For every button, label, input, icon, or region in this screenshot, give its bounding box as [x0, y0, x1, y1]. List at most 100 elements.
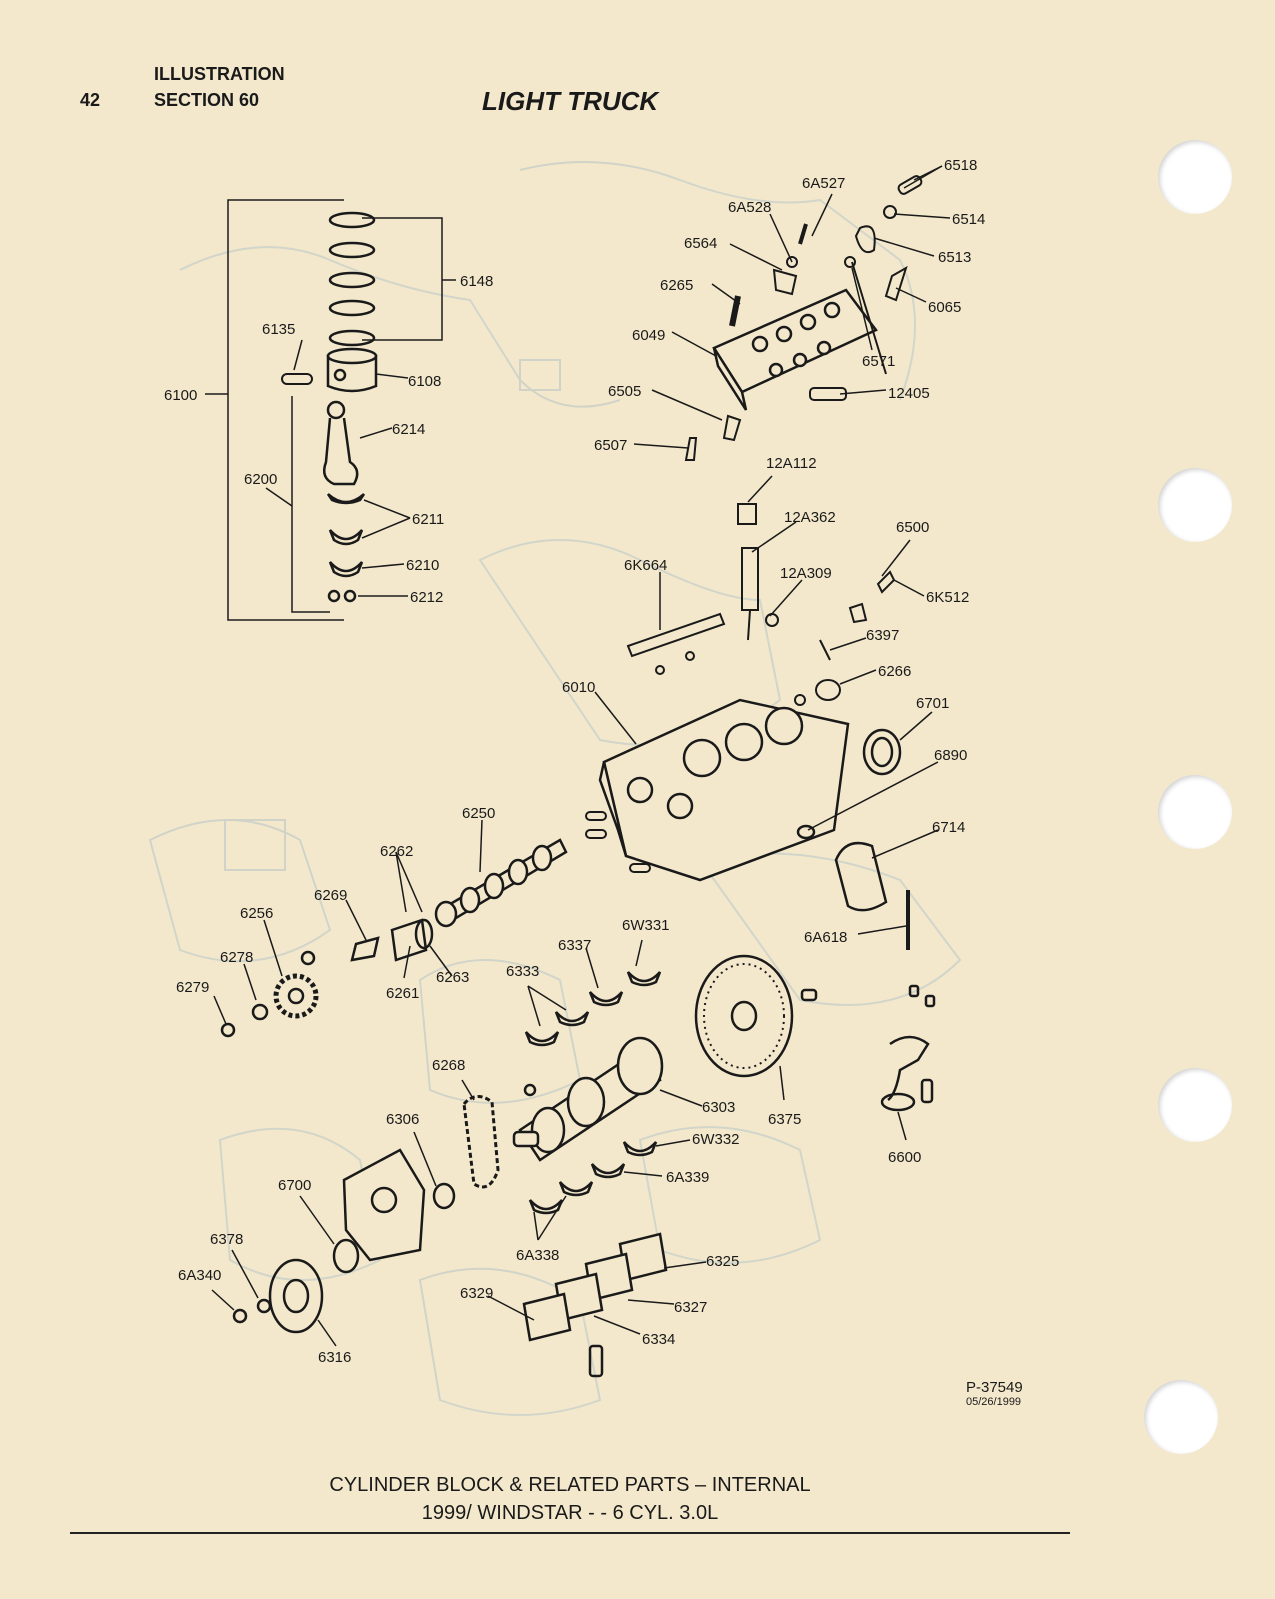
part-label: 6890 — [934, 747, 967, 764]
part-label: 6A528 — [728, 199, 771, 216]
part-label: 6700 — [278, 1177, 311, 1194]
crank-damper — [232, 1238, 360, 1334]
binder-hole — [1158, 1068, 1232, 1142]
part-label: 6266 — [878, 663, 911, 680]
oil-pickup — [880, 984, 936, 1112]
part-label: 6250 — [462, 805, 495, 822]
reference-code: P-37549 — [966, 1379, 1023, 1396]
part-label: 6714 — [932, 819, 965, 836]
part-label: 6306 — [386, 1111, 419, 1128]
binder-hole — [1158, 775, 1232, 849]
piston-rings — [328, 211, 376, 347]
part-label: 6214 — [392, 421, 425, 438]
part-label: 12A309 — [780, 565, 832, 582]
piston-assembly-bracket — [205, 199, 456, 621]
part-label: 6A618 — [804, 929, 847, 946]
binder-hole — [1158, 140, 1232, 214]
part-label: 12405 — [888, 385, 930, 402]
footer-model: 1999/ WINDSTAR - - 6 CYL. 3.0L — [421, 1502, 719, 1524]
part-label: 6261 — [386, 985, 419, 1002]
part-label: 6211 — [412, 511, 444, 528]
footer-caption: CYLINDER BLOCK & RELATED PARTS – INTERNA… — [329, 1474, 811, 1496]
valvetrain — [684, 175, 923, 461]
part-label: 6265 — [660, 277, 693, 294]
illustration-reference: P-37549 05/26/1999 — [966, 1380, 1023, 1410]
page-number: 42 — [80, 90, 101, 110]
part-label: 6A338 — [516, 1247, 559, 1264]
cam-sprocket — [220, 973, 319, 1038]
crankshaft — [512, 1036, 664, 1162]
part-label: 6W331 — [622, 917, 670, 934]
part-label: 6100 — [164, 387, 197, 404]
part-label: 6571 — [862, 353, 895, 370]
part-label: 6303 — [702, 1099, 735, 1116]
front-cover — [342, 1148, 456, 1262]
connecting-rod — [323, 400, 359, 486]
part-label: 6316 — [318, 1349, 351, 1366]
main-bearing-caps — [522, 1232, 668, 1378]
part-label: 6010 — [562, 679, 595, 696]
part-label: 6375 — [768, 1111, 801, 1128]
reference-date: 05/26/1999 — [966, 1396, 1022, 1408]
part-label: 6262 — [380, 843, 413, 860]
binder-hole — [1144, 1380, 1218, 1454]
rear-seal-filter — [796, 728, 910, 950]
part-label: 6263 — [436, 969, 469, 986]
part-label: 6049 — [632, 327, 665, 344]
camshaft — [434, 838, 568, 928]
part-labels: 6518 6A527 6514 6A528 6513 6564 6265 606… — [164, 157, 985, 1366]
callout-lines — [211, 165, 951, 1347]
part-label: 6701 — [916, 695, 949, 712]
part-label: 12A112 — [766, 455, 817, 472]
cam-bearings — [300, 918, 434, 966]
rod-bearings — [326, 493, 366, 603]
part-label: 6278 — [220, 949, 253, 966]
part-label: 6327 — [674, 1299, 707, 1316]
part-label: 6505 — [608, 383, 641, 400]
footer-rule — [70, 1532, 1070, 1534]
part-label: 6065 — [928, 299, 961, 316]
part-label: 6A339 — [666, 1169, 709, 1186]
part-label: 6513 — [938, 249, 971, 266]
part-label: 6500 — [896, 519, 929, 536]
page-title: LIGHT TRUCK — [482, 86, 659, 116]
piston — [326, 347, 378, 393]
section-label: ILLUSTRATION — [154, 64, 285, 84]
binder-hole — [1158, 468, 1232, 542]
part-label: 6108 — [408, 373, 441, 390]
part-label: 6W332 — [692, 1131, 740, 1148]
part-label: 6325 — [706, 1253, 739, 1270]
block-dowels — [585, 811, 651, 873]
part-label: 6K664 — [624, 557, 667, 574]
part-label: 6600 — [888, 1149, 921, 1166]
piston-pin — [281, 373, 313, 385]
part-label: 6333 — [506, 963, 539, 980]
part-label: 6507 — [594, 437, 627, 454]
part-label: 6210 — [406, 557, 439, 574]
part-label: 6397 — [866, 627, 899, 644]
part-label: 6268 — [432, 1057, 465, 1074]
part-label: 6256 — [240, 905, 273, 922]
main-bearings — [524, 971, 662, 1215]
part-label: 12A362 — [784, 509, 836, 526]
part-label: 6378 — [210, 1231, 243, 1248]
part-label: 6269 — [314, 887, 347, 904]
part-label: 6334 — [642, 1331, 675, 1348]
cylinder-head — [712, 288, 878, 411]
part-label: 6518 — [944, 157, 977, 174]
part-label: 6279 — [176, 979, 209, 996]
part-label: 6135 — [262, 321, 295, 338]
part-label: 6564 — [684, 235, 717, 252]
part-label: 6329 — [460, 1285, 493, 1302]
flywheel — [694, 954, 818, 1078]
part-label: 6212 — [410, 589, 443, 606]
part-label: 6337 — [558, 937, 591, 954]
timing-chain — [462, 1095, 500, 1189]
part-label: 6K512 — [926, 589, 969, 606]
part-label: 6148 — [460, 273, 493, 290]
part-label: 6A340 — [178, 1267, 221, 1284]
part-label: 6200 — [244, 471, 277, 488]
section-number: SECTION 60 — [154, 90, 260, 110]
